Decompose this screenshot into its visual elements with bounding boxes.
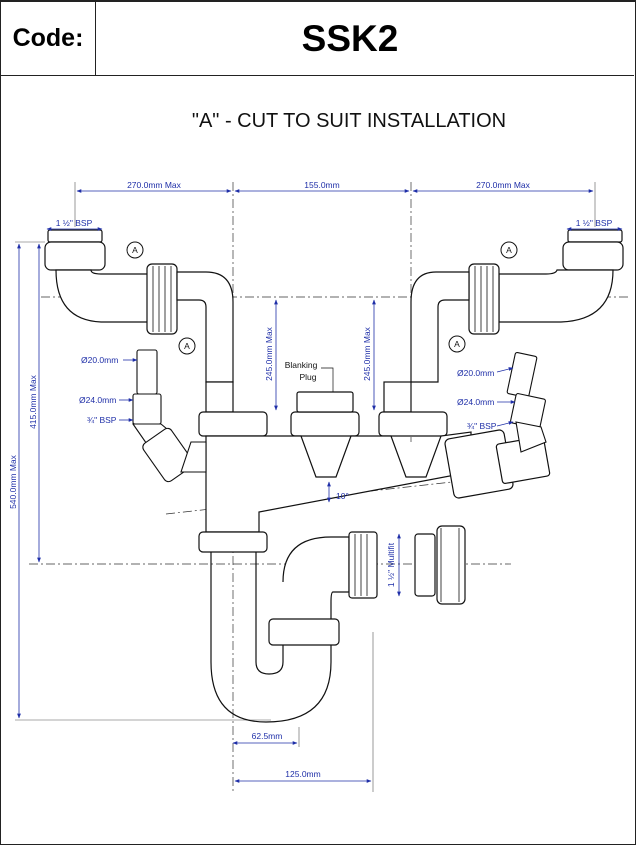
cut-markers	[126, 241, 518, 355]
left-nut-ribs	[152, 266, 172, 332]
left-basin-waste	[44, 229, 234, 383]
dim-height-540: 540.0mm Max	[8, 454, 18, 509]
dim-spigot-20-left: Ø20.0mm	[81, 355, 118, 365]
dim-trap-125: 125.0mm	[285, 769, 320, 779]
blanking-plug-label: Blanking Plug	[285, 360, 318, 382]
dim-left-width: 270.0mm Max	[127, 180, 182, 190]
dim-spigot-24-right: Ø24.0mm	[457, 397, 494, 407]
dim-multifit: 1 ½" Multifit	[386, 542, 396, 587]
code-label: Code:	[1, 2, 96, 75]
dimension-labels: 270.0mm Max 155.0mm 270.0mm Max 1 ½" BSP…	[8, 180, 613, 779]
dim-bsp-left: 1 ½" BSP	[56, 218, 93, 228]
dim-spigot-20-right: Ø20.0mm	[457, 368, 494, 378]
blanking-label-line1: Blanking	[285, 360, 318, 370]
trap-nuts	[268, 525, 466, 646]
cut-marker-a2: A	[184, 341, 190, 351]
cut-marker-labels: A A A A	[132, 245, 512, 351]
dim-bsp34-left: ¾" BSP	[87, 415, 117, 425]
dim-right-riser: 245.0mm Max	[362, 326, 372, 381]
cut-marker-a3: A	[506, 245, 512, 255]
dim-height-415: 415.0mm Max	[28, 374, 38, 429]
dim-bsp-right: 1 ½" BSP	[576, 218, 613, 228]
dim-bsp34-right: ¾" BSP	[467, 421, 497, 431]
dimension-lines	[17, 189, 623, 783]
blanking-label-line2: Plug	[299, 372, 316, 382]
dim-left-riser: 245.0mm Max	[264, 326, 274, 381]
extension-lines	[15, 182, 596, 792]
trap-ribs	[354, 528, 460, 602]
dim-spigot-24-left: Ø24.0mm	[79, 395, 116, 405]
cut-marker-a4: A	[454, 339, 460, 349]
blanking-leader	[321, 367, 334, 392]
right-spigot	[506, 351, 547, 453]
drawing-title: "A" - CUT TO SUIT INSTALLATION	[191, 110, 507, 132]
dim-trap-62: 62.5mm	[252, 731, 283, 741]
dim-angle: 10°	[336, 491, 349, 501]
right-nut-ribs	[474, 266, 494, 332]
dim-right-width: 270.0mm Max	[476, 180, 531, 190]
product-code: SSK2	[301, 17, 399, 59]
manifold	[198, 381, 551, 553]
dim-center-width: 155.0mm	[304, 180, 339, 190]
title-block: Code: SSK2	[1, 2, 634, 76]
right-basin-waste	[410, 229, 624, 383]
cut-marker-a1: A	[132, 245, 138, 255]
left-spigot	[131, 349, 207, 483]
